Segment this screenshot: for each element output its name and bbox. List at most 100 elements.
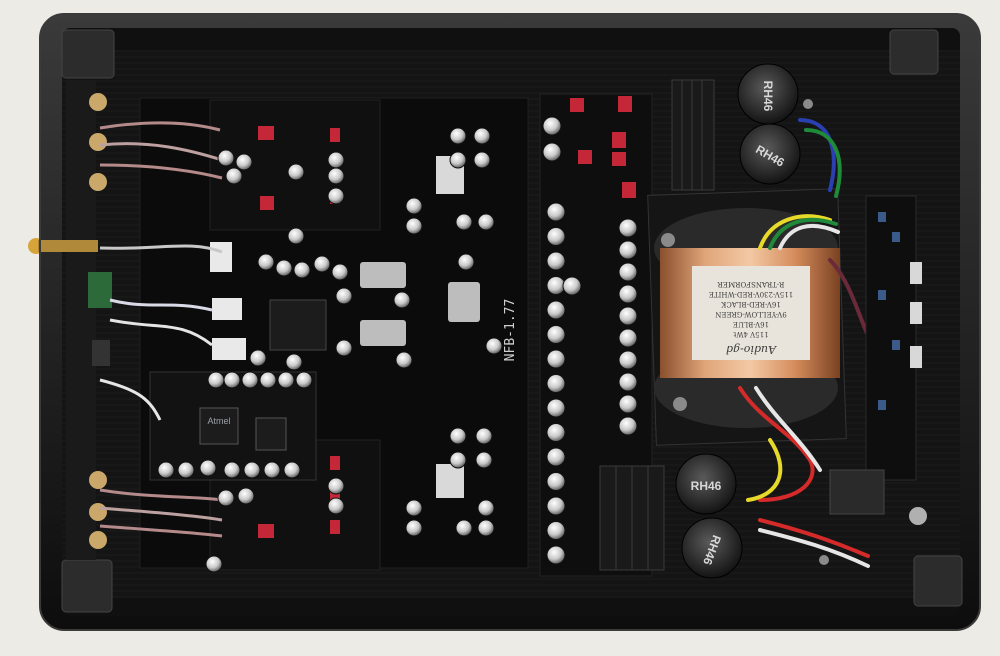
small-capacitor [618, 240, 638, 260]
small-capacitor [223, 461, 241, 479]
transformer-line6: R-TRANSFORMER [717, 280, 784, 288]
small-capacitor [546, 447, 566, 467]
transformer-line1: 115V 4Wt [733, 330, 768, 338]
white-connector-1 [210, 242, 232, 272]
small-capacitor [618, 284, 638, 304]
small-capacitor [237, 487, 255, 505]
small-capacitor [225, 167, 243, 185]
big-cap-top-2: RH46 [739, 123, 801, 185]
small-capacitor [327, 151, 345, 169]
small-capacitor [449, 127, 467, 145]
small-capacitor [199, 459, 217, 477]
small-capacitor [546, 227, 566, 246]
transformer-line2: 16V-BLUE [733, 320, 769, 328]
small-capacitor [618, 306, 638, 326]
small-capacitor [257, 253, 275, 271]
small-capacitor [542, 116, 562, 136]
small-capacitor [277, 371, 295, 389]
small-capacitor [335, 287, 353, 305]
small-capacitor [546, 472, 566, 491]
transformer-brand: Audio-gd [726, 343, 777, 356]
small-capacitor [475, 427, 493, 445]
small-capacitor [618, 372, 638, 392]
oscillator-2 [360, 320, 406, 346]
top-heatsink [671, 79, 715, 191]
cap-bottom-1-label: RH46 [691, 479, 722, 493]
mount-screw-4 [819, 555, 829, 565]
usb-chip-2 [255, 417, 287, 451]
right-pcb-relays [910, 262, 922, 368]
small-capacitor [618, 350, 638, 370]
small-capacitor [177, 461, 195, 479]
small-capacitor [546, 496, 566, 516]
transformer-line5: 115V-230V-RED-WHITE [709, 290, 793, 298]
small-capacitor [327, 497, 345, 515]
small-capacitor [405, 519, 423, 537]
small-capacitor [335, 339, 353, 357]
small-capacitor [331, 263, 349, 281]
corner-bracket-top-left [61, 29, 115, 79]
small-capacitor [546, 325, 566, 344]
signal-wires [99, 121, 223, 538]
mount-screw-2 [673, 397, 687, 411]
small-capacitor [457, 253, 475, 271]
small-capacitor [546, 545, 566, 565]
chassis-rim [39, 13, 981, 631]
small-capacitor [313, 255, 331, 273]
psu-relays [570, 96, 636, 198]
usb-chip-brand: Atmel [207, 416, 230, 426]
oscillator-1 [360, 262, 406, 288]
small-capacitor [477, 499, 495, 517]
small-capacitor [327, 477, 345, 495]
small-capacitor [207, 371, 225, 389]
small-capacitor [473, 151, 491, 169]
small-capacitor [485, 337, 503, 355]
small-capacitor [546, 276, 566, 295]
small-capacitor [327, 187, 345, 205]
small-capacitor [287, 227, 305, 245]
small-capacitor [157, 461, 175, 479]
rear-connectors [28, 80, 112, 560]
small-capacitor [287, 163, 305, 181]
small-capacitor [283, 461, 301, 479]
usb-chip [199, 407, 239, 445]
small-capacitor [263, 461, 281, 479]
transformer-line3: 9V-YELLOW-GREEN [715, 310, 787, 318]
small-capacitor [449, 427, 467, 445]
dsp-chip [269, 299, 327, 351]
small-capacitor [275, 259, 293, 277]
small-capacitor [405, 217, 423, 235]
small-capacitor [259, 371, 277, 389]
small-capacitor [546, 300, 566, 320]
board-label: NFB-1.77 [503, 299, 518, 362]
small-capacitors [157, 127, 503, 573]
small-capacitor [449, 451, 467, 469]
mount-screw-3 [803, 99, 813, 109]
transformer-label-text: Audio-gd 115V 4Wt 16V-BLUE 9V-YELLOW-GRE… [709, 280, 793, 356]
small-capacitor [205, 555, 223, 573]
big-cap-bottom-1: RH46 [675, 453, 737, 515]
small-heatsink-2 [436, 464, 464, 498]
small-capacitor [618, 416, 638, 436]
small-capacitor [249, 349, 267, 367]
white-connector-3 [212, 338, 246, 360]
big-cap-top-1: RH46 [737, 63, 799, 125]
small-capacitor [217, 149, 235, 167]
small-capacitor [449, 151, 467, 169]
big-cap-bottom-2: RH46 [681, 517, 743, 579]
white-connector-2 [212, 298, 242, 320]
right-control-pcb [865, 195, 917, 481]
small-capacitor [618, 262, 638, 282]
small-capacitor [217, 489, 235, 507]
cap-top-1-label: RH46 [761, 81, 775, 112]
small-capacitor [477, 519, 495, 537]
small-capacitor [546, 202, 566, 222]
small-capacitor [293, 261, 311, 279]
corner-bracket-bottom-right [913, 555, 963, 607]
small-capacitor [546, 374, 566, 393]
small-capacitor [393, 291, 411, 309]
small-capacitor [546, 251, 566, 271]
bottom-heatsink [599, 465, 665, 571]
right-pcb-components [878, 212, 900, 410]
ac-inlet-screw [909, 507, 927, 525]
